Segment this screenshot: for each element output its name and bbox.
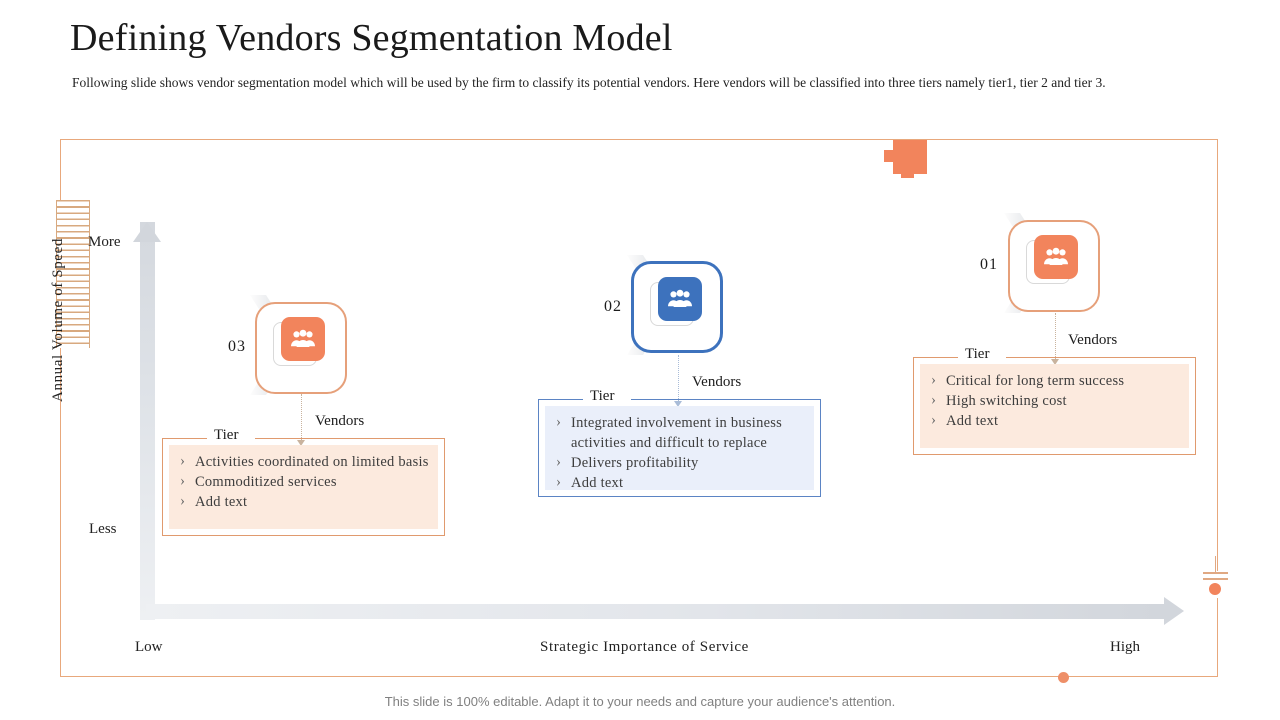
tier-word-02: Tier bbox=[590, 388, 615, 404]
decorative-square-small-left bbox=[884, 150, 896, 162]
list-item: Add text bbox=[180, 491, 431, 512]
tier-node-03[interactable] bbox=[255, 302, 347, 394]
connector-line-02 bbox=[678, 355, 680, 405]
people-group-icon bbox=[281, 317, 325, 361]
list-item: Delivers profitability bbox=[556, 452, 807, 473]
list-item: Activities coordinated on limited basis bbox=[180, 451, 431, 472]
tier-node-01[interactable] bbox=[1008, 220, 1100, 312]
tier-textbox-03: Tier Activities coordinated on limited b… bbox=[162, 427, 445, 536]
tier-bullet-list-01: Critical for long term success High swit… bbox=[931, 370, 1182, 431]
decorative-dot-right bbox=[1209, 583, 1221, 595]
vendors-label-02: Vendors bbox=[692, 374, 742, 390]
x-axis-title: Strategic Importance of Service bbox=[540, 639, 749, 655]
page-subtitle: Following slide shows vendor segmentatio… bbox=[72, 75, 1106, 90]
textbox-border-right-03 bbox=[255, 438, 445, 439]
decorative-bar-lower bbox=[1203, 578, 1228, 580]
list-item: Add text bbox=[931, 410, 1182, 431]
tier-word-01: Tier bbox=[965, 346, 990, 362]
tier-word-03: Tier bbox=[214, 427, 239, 443]
decorative-bar-upper bbox=[1203, 572, 1228, 574]
vendors-label-03: Vendors bbox=[315, 413, 365, 429]
list-item: Critical for long term success bbox=[931, 370, 1182, 391]
tier-bullet-list-02: Integrated involvement in business activ… bbox=[556, 412, 807, 493]
x-axis-min-label: Low bbox=[135, 639, 163, 655]
outer-frame bbox=[60, 139, 1218, 677]
y-axis-arrowhead-icon bbox=[133, 222, 161, 242]
people-group-icon bbox=[658, 277, 702, 321]
list-item: Integrated involvement in business activ… bbox=[556, 412, 807, 453]
textbox-border-left-03 bbox=[162, 438, 207, 439]
list-item: High switching cost bbox=[931, 390, 1182, 411]
x-axis-arrow bbox=[146, 604, 1166, 619]
textbox-border-right-01 bbox=[1006, 357, 1196, 358]
tier-textbox-01: Tier Critical for long term success High… bbox=[913, 346, 1196, 455]
y-axis-min-label: Less bbox=[89, 521, 117, 537]
tier-number-01: 01 bbox=[980, 256, 998, 273]
frame-right-top-segment bbox=[1217, 139, 1219, 571]
people-group-icon bbox=[1034, 235, 1078, 279]
connector-line-01 bbox=[1055, 313, 1057, 363]
tier-node-02[interactable] bbox=[631, 261, 723, 353]
x-axis-max-label: High bbox=[1110, 639, 1140, 655]
y-axis-title: Annual Volume of Speed bbox=[50, 238, 66, 402]
connector-arrowhead-01-icon bbox=[1051, 359, 1059, 365]
tier-bullet-list-03: Activities coordinated on limited basis … bbox=[180, 451, 431, 512]
y-axis-arrow bbox=[140, 222, 155, 620]
footer-note: This slide is 100% editable. Adapt it to… bbox=[384, 694, 896, 709]
textbox-body-02 bbox=[538, 399, 821, 497]
connector-line-03 bbox=[301, 394, 303, 444]
frame-right-bottom-segment bbox=[1217, 598, 1219, 677]
x-axis-arrowhead-icon bbox=[1164, 597, 1184, 625]
decorative-square-small-bottom bbox=[901, 165, 914, 178]
decorative-dot-bottom bbox=[1058, 672, 1069, 683]
striped-decoration bbox=[56, 200, 90, 348]
list-item: Add text bbox=[556, 472, 807, 493]
textbox-border-right-02 bbox=[631, 399, 821, 400]
textbox-border-left-02 bbox=[538, 399, 583, 400]
decorative-stem bbox=[1215, 556, 1217, 574]
textbox-border-left-01 bbox=[913, 357, 958, 358]
tier-number-03: 03 bbox=[228, 338, 246, 355]
textbox-body-03 bbox=[162, 438, 445, 536]
list-item: Commoditized services bbox=[180, 471, 431, 492]
connector-arrowhead-02-icon bbox=[674, 401, 682, 407]
vendors-label-01: Vendors bbox=[1068, 332, 1118, 348]
textbox-body-01 bbox=[913, 357, 1196, 455]
tier-textbox-02: Tier Integrated involvement in business … bbox=[538, 388, 821, 497]
connector-arrowhead-03-icon bbox=[297, 440, 305, 446]
page-title: Defining Vendors Segmentation Model bbox=[70, 17, 673, 59]
tier-number-02: 02 bbox=[604, 298, 622, 315]
y-axis-max-label: More bbox=[88, 234, 121, 250]
